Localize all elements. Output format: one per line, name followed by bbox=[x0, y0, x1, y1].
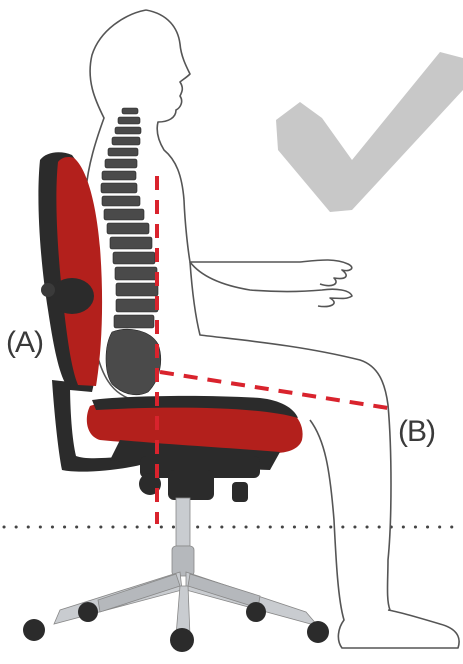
chair-base bbox=[23, 498, 329, 652]
label-b: (B) bbox=[398, 415, 435, 449]
caster-wheel bbox=[23, 619, 45, 641]
caster-wheel bbox=[170, 628, 194, 652]
spine-illustration bbox=[101, 108, 161, 395]
chair-seat bbox=[87, 396, 303, 502]
caster-wheel bbox=[246, 602, 266, 622]
caster-wheel bbox=[307, 621, 329, 643]
label-a: (A) bbox=[6, 326, 43, 360]
checkmark-icon bbox=[276, 52, 463, 212]
caster-wheel bbox=[78, 602, 98, 622]
